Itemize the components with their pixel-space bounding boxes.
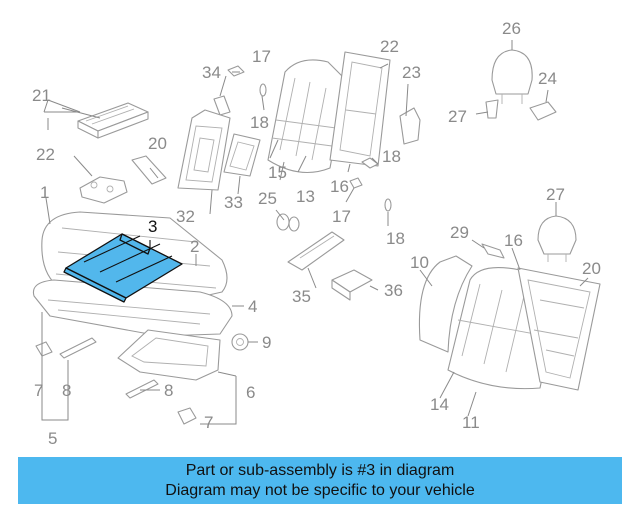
callout-8-right: 8 — [164, 381, 173, 400]
callout-23: 24 — [538, 69, 557, 88]
info-banner: Part or sub-assembly is #3 in diagram Di… — [18, 457, 622, 504]
part-23-guide — [529, 101, 557, 121]
callout-24: 25 — [258, 189, 277, 208]
callout-16: 16 — [330, 177, 349, 196]
part-3-highlighted — [63, 233, 183, 303]
callout-29: 20 — [148, 134, 167, 153]
part-6-tray — [117, 329, 221, 381]
callout-14: 15 — [268, 163, 287, 182]
part-22-latch — [399, 107, 421, 145]
callout-labels: 21 22 20 34 17 18 22 23 26 24 27 18 15 1… — [32, 19, 601, 448]
callout-6: 6 — [246, 383, 255, 402]
part-28-pin — [481, 243, 505, 259]
callout-28: 29 — [450, 223, 469, 242]
callout-27: 27 — [448, 107, 467, 126]
callout-26: 27 — [546, 185, 565, 204]
callout-7-left: 7 — [34, 381, 43, 400]
callout-32: 32 — [176, 207, 195, 226]
callout-7-right: 7 — [204, 413, 213, 432]
callout-13: 14 — [430, 395, 449, 414]
callout-22: 23 — [402, 63, 421, 82]
banner-disclaimer-line: Diagram may not be specific to your vehi… — [165, 481, 475, 499]
part-26-headrest — [537, 215, 577, 262]
callout-33: 33 — [224, 193, 243, 212]
part-8-rod-right — [125, 379, 159, 399]
callout-17-mid: 17 — [332, 207, 351, 226]
part-31-bracket — [79, 176, 128, 204]
callout-31: 22 — [36, 145, 55, 164]
callout-10: 10 — [410, 253, 429, 272]
callout-21: 22 — [380, 37, 399, 56]
part-8-rod-left — [59, 337, 97, 359]
callout-5: 5 — [48, 429, 57, 448]
part-30-box — [77, 102, 149, 139]
part-7-clip-right — [177, 407, 197, 425]
callout-11: 11 — [462, 413, 480, 432]
part-17-clip-mid — [349, 177, 363, 189]
part-10-side-bolster — [418, 255, 473, 353]
parts-diagram: 21 22 20 34 17 18 22 23 26 24 27 18 15 1… — [32, 19, 601, 448]
callout-4: 4 — [248, 297, 257, 316]
callout-19: 18 — [382, 147, 401, 166]
part-33-panel — [223, 133, 261, 177]
part-32-backrest-frame — [177, 109, 231, 191]
callout-35: 35 — [292, 287, 311, 306]
callout-15: 16 — [504, 231, 523, 250]
part-21-backrest-cover — [329, 51, 391, 167]
callout-34: 34 — [202, 63, 221, 82]
part-12-backrest-cushion — [267, 59, 347, 173]
part-18-ring-mid — [384, 198, 392, 212]
callout-9: 9 — [262, 333, 271, 352]
part-4-seat-frame — [32, 279, 233, 337]
callout-17-top: 17 — [252, 47, 271, 66]
part-24-hooks — [276, 213, 300, 232]
callout-8-left: 8 — [62, 381, 71, 400]
callout-3-highlighted: 3 — [148, 217, 157, 236]
callout-36: 36 — [384, 281, 403, 300]
callout-30: 21 — [32, 86, 51, 105]
part-29-trim — [131, 155, 167, 185]
part-36-bracket — [331, 269, 373, 301]
part-18-ring-top — [259, 83, 267, 97]
part-9-grommet — [231, 333, 249, 351]
callout-25: 26 — [502, 19, 521, 38]
callout-12: 13 — [296, 187, 315, 206]
part-34-rod — [213, 95, 231, 116]
callout-18-top: 18 — [250, 113, 269, 132]
part-20-rear-frame — [517, 267, 601, 391]
part-17-clip-top — [227, 65, 245, 77]
part-35-buckle — [287, 231, 345, 271]
callout-18-mid: 18 — [386, 229, 405, 248]
banner-part-line: Part or sub-assembly is #3 in diagram — [185, 461, 455, 479]
callout-20: 20 — [582, 259, 601, 278]
callout-1: 1 — [40, 183, 49, 202]
part-25-headrest — [491, 49, 533, 104]
part-27-sleeve — [485, 99, 499, 119]
callout-2: 2 — [190, 237, 199, 256]
part-7-clip-left — [35, 341, 53, 357]
leader-lines — [41, 40, 589, 425]
